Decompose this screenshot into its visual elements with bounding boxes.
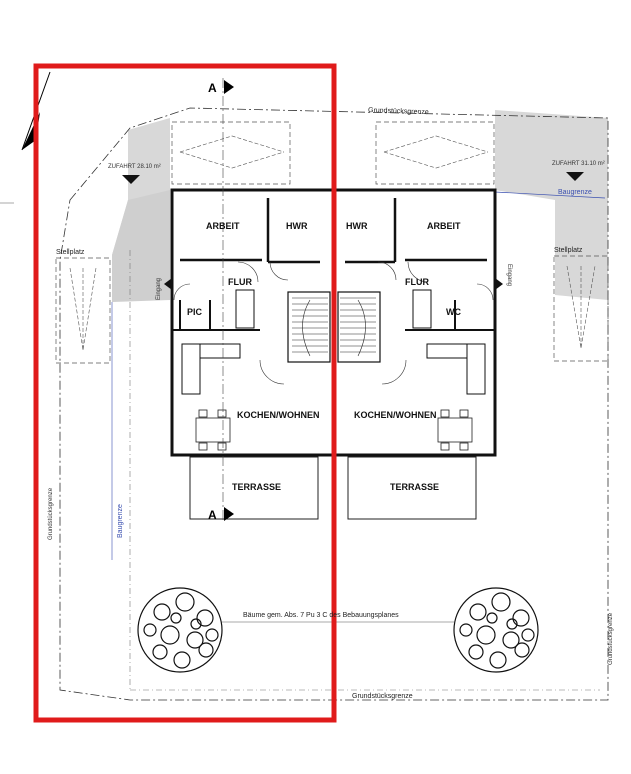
dining-table-right (437, 409, 473, 451)
terrace-right (347, 456, 477, 520)
label-section-top: A (208, 81, 217, 95)
property-boundary (59, 107, 609, 701)
baugrenze-line (494, 191, 606, 199)
label-boundary-right: Grundstücksgrenze (608, 612, 614, 665)
terrace-left (189, 456, 319, 520)
stellplatz-left-box (55, 257, 111, 364)
label-boundary-bottom: Grundstücksgrenze (352, 693, 413, 700)
label-baugrenze-top: Baugrenze (558, 189, 592, 196)
setback-line (129, 250, 600, 691)
label-stellplatz-left: Stellplatz (56, 249, 85, 256)
room-flur-left: FLUR (228, 277, 252, 287)
entry-right-marker (495, 278, 503, 290)
room-arbeit-right: ARBEIT (427, 221, 461, 231)
room-kochen-left: KOCHEN/WOHNEN (237, 410, 320, 420)
section-bottom-arrow (224, 507, 234, 521)
parking-top-left (171, 121, 291, 185)
label-trees-note: Bäume gem. Abs. 7 Pu 3 C des Bebauungspl… (243, 612, 399, 619)
room-wc-right: WC (446, 307, 461, 317)
label-eingang-left: Eingang (156, 278, 162, 300)
paved-front-left (112, 190, 170, 302)
stair-right (340, 297, 376, 357)
door-swings (173, 261, 494, 385)
label-zufahrt-left: ZUFAHRT 28.10 m² (108, 164, 161, 170)
section-top-arrow (224, 80, 234, 94)
label-boundary-left: Grundstücksgrenze (48, 487, 54, 540)
zufahrt-left-marker (122, 175, 140, 184)
stellplatz-right-box (553, 255, 609, 362)
room-flur-right: FLUR (405, 277, 429, 287)
label-boundary-top: Grundstücksgrenze (368, 107, 429, 116)
room-kochen-right: KOCHEN/WOHNEN (354, 410, 437, 420)
paved-driveway-right (495, 110, 608, 300)
room-wc-left: PIC (187, 307, 203, 317)
label-eingang-right: Eingang (506, 264, 512, 286)
room-hwr-left: HWR (286, 221, 308, 231)
label-stellplatz-right: Stellplatz (554, 247, 583, 254)
room-terrasse-right: TERRASSE (390, 482, 439, 492)
label-zufahrt-right: ZUFAHRT 31.10 m² (552, 161, 605, 167)
parking-top-right (375, 121, 495, 185)
room-terrasse-left: TERRASSE (232, 482, 281, 492)
label-baugrenze-left: Baugrenze (117, 504, 124, 538)
tree-left (137, 587, 223, 673)
room-hwr-right: HWR (346, 221, 368, 231)
room-arbeit-left: ARBEIT (206, 221, 240, 231)
zufahrt-right-marker (566, 172, 584, 181)
stair-left (292, 297, 328, 357)
entry-left-marker (164, 278, 172, 290)
tree-right (453, 587, 539, 673)
dining-table-left (195, 409, 231, 451)
label-section-bottom: A (208, 508, 217, 522)
highlight-frame (33, 63, 337, 723)
